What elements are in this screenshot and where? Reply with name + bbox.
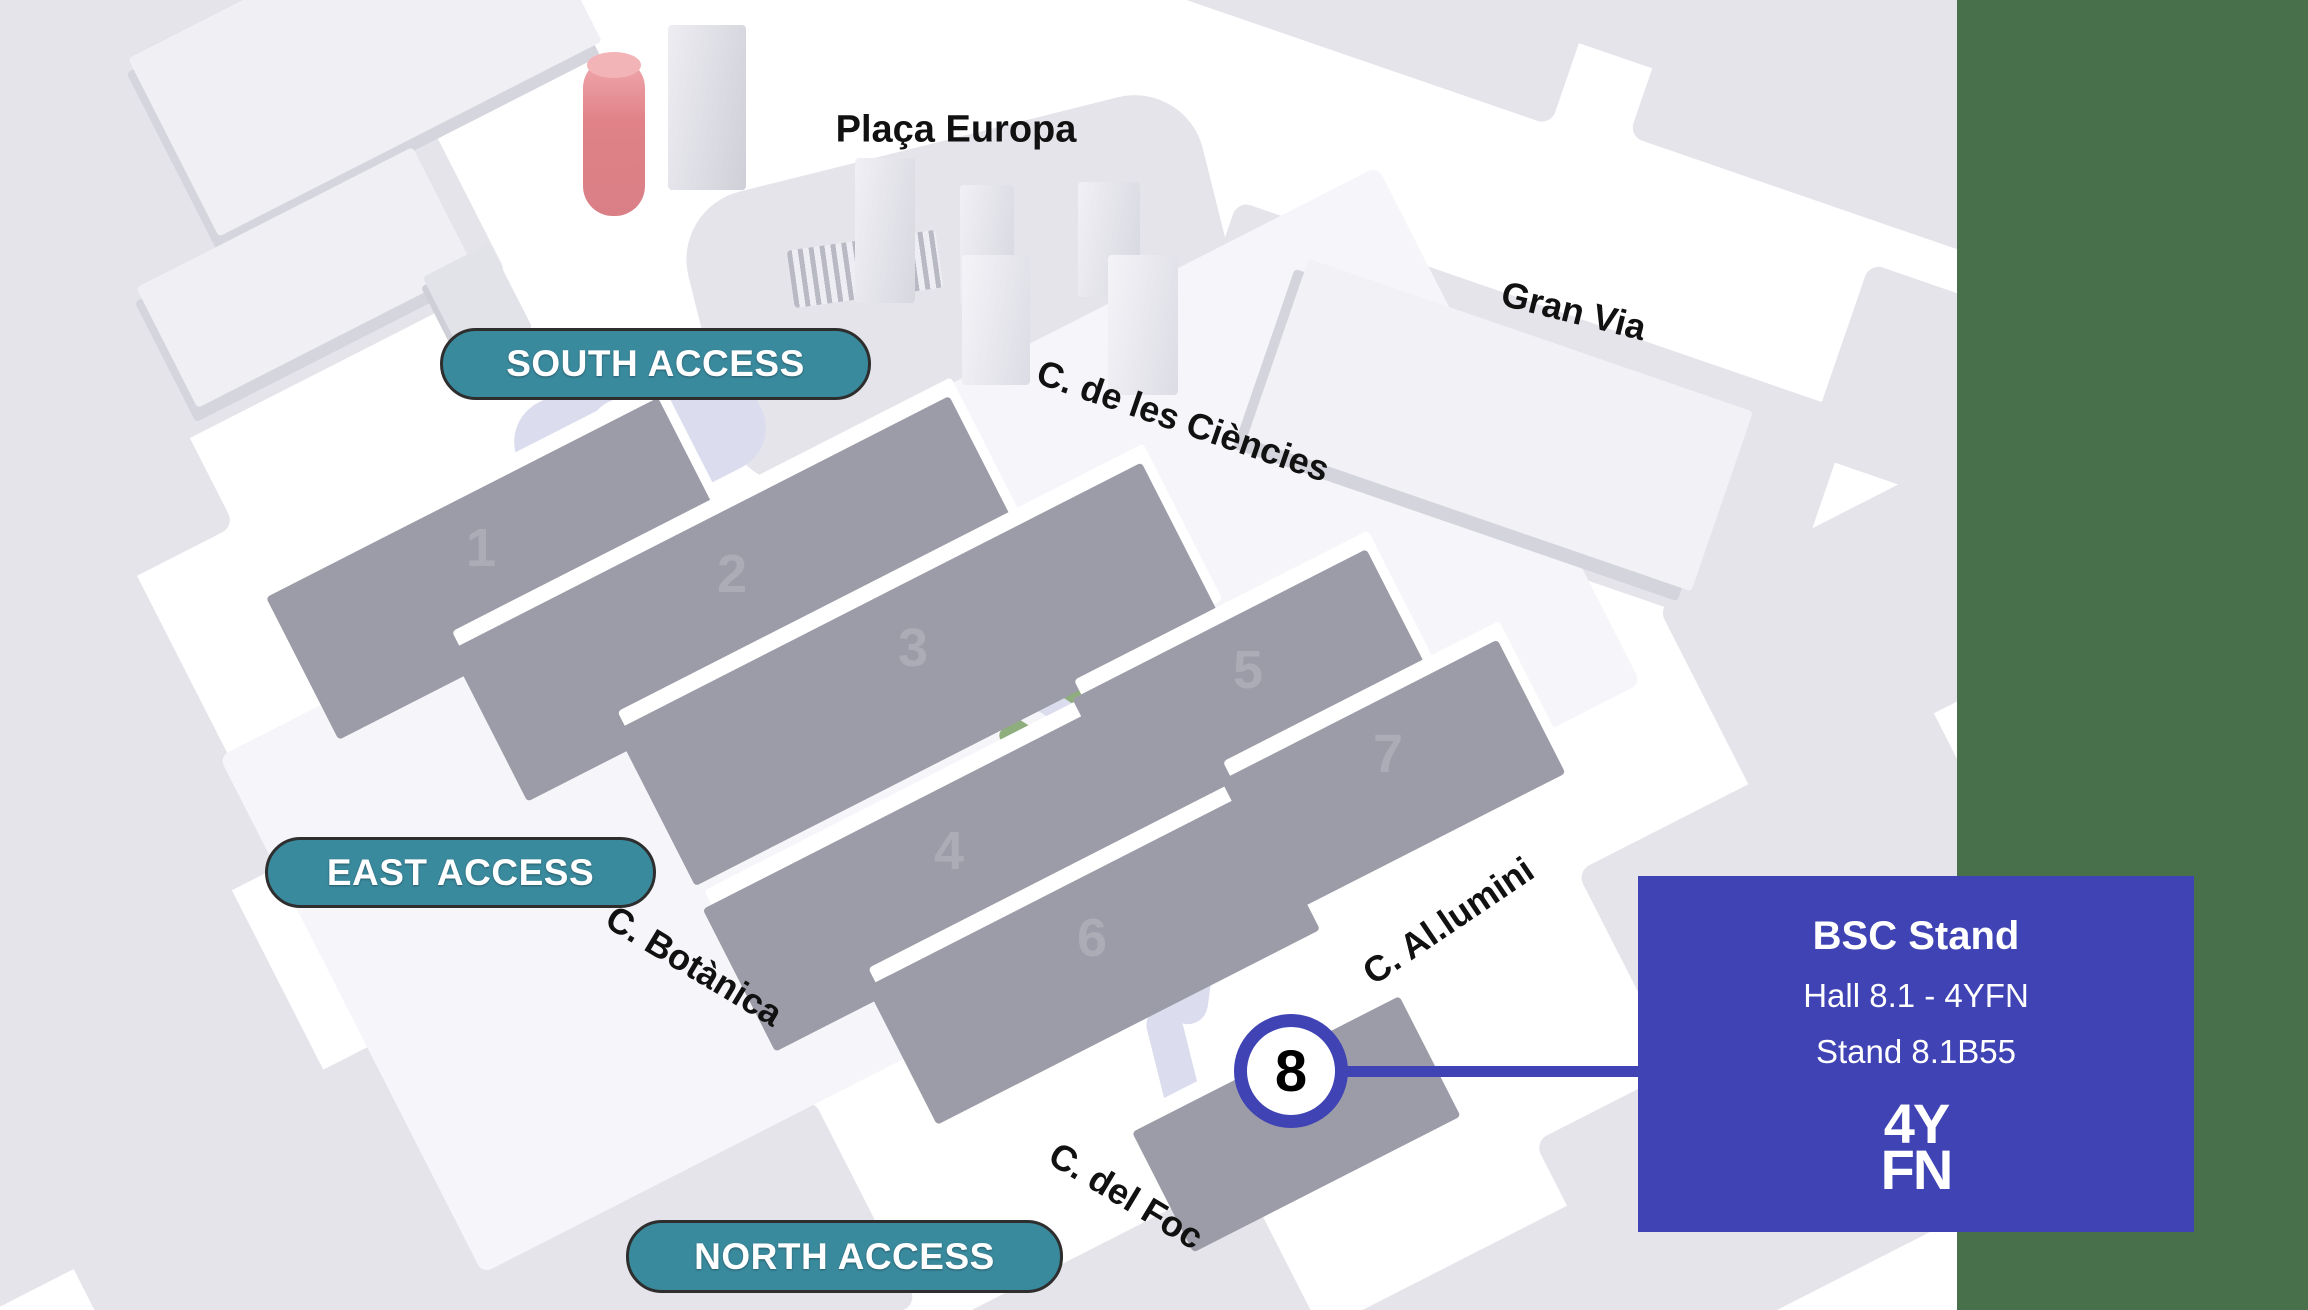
hall-6-number: 6	[1076, 908, 1108, 968]
marker-connector-line	[1340, 1066, 1640, 1077]
placa-europa-label: Plaça Europa	[835, 108, 1077, 151]
north-access-pill: NORTH ACCESS	[626, 1220, 1063, 1293]
tower	[962, 255, 1030, 385]
tower	[855, 158, 915, 303]
venue-map: 1 2 3 4 5 6 7 Plaça Europa Gran Via C. d…	[0, 0, 1958, 1310]
tower-gray	[668, 25, 746, 190]
city-block	[1144, 0, 1606, 126]
hall-7-number: 7	[1372, 724, 1404, 784]
callout-title: BSC Stand	[1812, 914, 2020, 958]
hall-3-number: 3	[897, 618, 929, 678]
tower	[1108, 255, 1178, 395]
callout-hall-line: Hall 8.1 - 4YFN	[1803, 977, 2029, 1014]
hall-4-number: 4	[933, 821, 965, 881]
callout-stand-line: Stand 8.1B55	[1816, 1033, 2016, 1070]
4yfn-logo: 4Y FN	[1880, 1092, 1954, 1201]
east-access-pill: EAST ACCESS	[265, 837, 656, 908]
hall-2-number: 2	[716, 544, 748, 604]
hotel-tower-red-top	[587, 52, 641, 78]
4yfn-logo-bottom: FN	[1880, 1137, 1954, 1201]
hall-8-marker: 8	[1234, 1014, 1348, 1128]
4yfn-logo-top: 4Y	[1883, 1092, 1950, 1155]
street-allumini: C. Al.lumini	[1355, 848, 1542, 993]
bsc-stand-callout: BSC Stand Hall 8.1 - 4YFN Stand 8.1B55 4…	[1638, 876, 2194, 1232]
hotel-tower-red	[583, 58, 645, 216]
south-access-pill: SOUTH ACCESS	[440, 328, 871, 400]
hall-8-marker-number: 8	[1274, 1038, 1308, 1104]
hall-5-number: 5	[1232, 640, 1264, 700]
hall-1-number: 1	[465, 518, 497, 578]
